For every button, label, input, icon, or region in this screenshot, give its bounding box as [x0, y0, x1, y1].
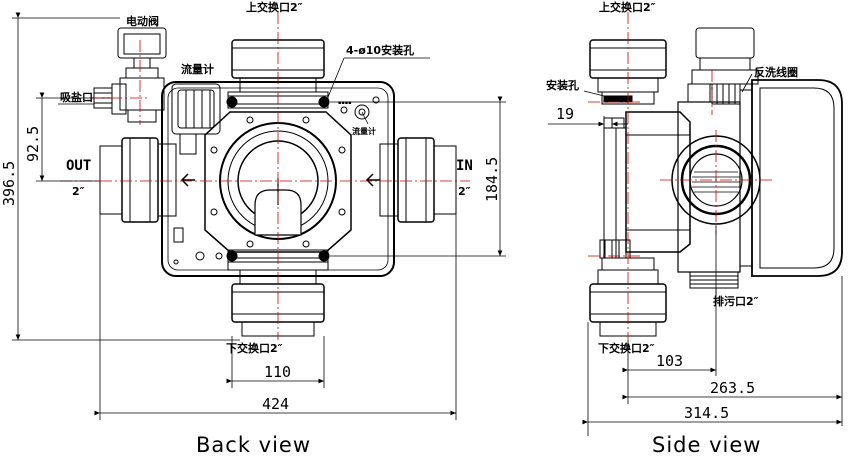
- dim-263-5: 263.5: [710, 379, 755, 397]
- motor-valve: [117, 27, 167, 123]
- controller-housing: [677, 79, 843, 277]
- dim-184-5: 184.5: [483, 157, 501, 202]
- label-flowmeter-small: 流量计: [352, 126, 376, 136]
- in-port: [379, 137, 457, 223]
- label-flowmeter: 流量计: [181, 62, 214, 76]
- back-dimensions: [12, 12, 506, 420]
- caption-back-view: Back view: [196, 433, 311, 457]
- side-mount-plate: [603, 127, 617, 259]
- flowmeter-connector-icon: [354, 104, 370, 120]
- label-out: OUT: [66, 158, 91, 174]
- back-centerlines: [60, 12, 470, 340]
- label-mount-hole: 安装孔: [546, 78, 579, 92]
- svg-text:▪▪▪▪: ▪▪▪▪: [338, 100, 352, 106]
- flowmeter-assembly: [171, 83, 221, 155]
- dim-424: 424: [262, 395, 289, 413]
- mount-hole-icon: [226, 96, 238, 108]
- label-in: IN: [456, 158, 473, 174]
- label-mount-holes: 4-ø10安装孔: [346, 43, 414, 57]
- label-bottom-port: 下交换口2″: [226, 341, 283, 355]
- dim-103: 103: [656, 352, 683, 370]
- label-side-top-port: 上交换口2″: [599, 0, 656, 14]
- out-port: [99, 137, 177, 223]
- label-side-bottom-port: 下交换口2″: [598, 341, 655, 355]
- label-top-port: 上交换口2″: [246, 0, 303, 14]
- side-centerlines: [588, 12, 775, 340]
- dim-396-5: 396.5: [0, 161, 18, 206]
- connector-icon: [215, 252, 223, 260]
- dim-19: 19: [556, 105, 574, 123]
- drain-port: [689, 271, 739, 289]
- dim-92-5: 92.5: [24, 126, 42, 162]
- back-view-labels: 电动阀 上交换口2″ 4-ø10安装孔 流量计 流量计 吸盐口 OUT 2″ I…: [0, 0, 501, 457]
- mount-hole-icon: [318, 96, 330, 108]
- label-in-size: 2″: [458, 185, 471, 198]
- label-brine-port: 吸盐口: [60, 90, 93, 104]
- label-motor-valve: 电动阀: [126, 14, 159, 28]
- mount-hole-icon: [226, 250, 238, 262]
- label-out-size: 2″: [72, 185, 85, 198]
- back-view: ▪▪▪▪: [93, 27, 457, 337]
- side-motor: [687, 27, 759, 105]
- side-dimensions: [548, 73, 843, 436]
- switch-icon: [173, 227, 184, 243]
- caption-side-view: Side view: [652, 433, 761, 457]
- dim-314-5: 314.5: [684, 404, 729, 422]
- label-backwash-ring: 反洗线圈: [754, 65, 798, 79]
- connector-icon: [195, 251, 205, 261]
- dim-110: 110: [264, 363, 291, 381]
- mount-hole-icon: [318, 250, 330, 262]
- side-view-labels: 上交换口2″ 安装孔 反洗线圈 排污口2″ 下交换口2″ 19 103 263.…: [546, 0, 798, 457]
- label-drain: 排污口2″: [713, 294, 759, 308]
